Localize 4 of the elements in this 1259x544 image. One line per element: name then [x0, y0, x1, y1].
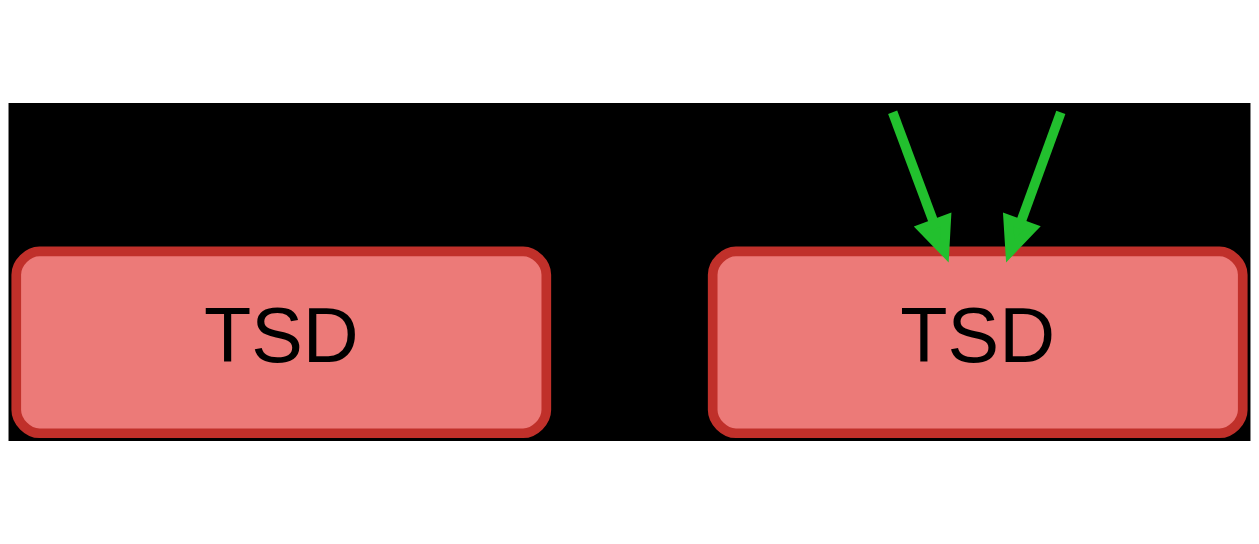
arrow: [888, 110, 952, 263]
node-box: TSD: [707, 246, 1248, 439]
node-box: TSD: [11, 246, 552, 439]
arrow: [1002, 110, 1066, 263]
